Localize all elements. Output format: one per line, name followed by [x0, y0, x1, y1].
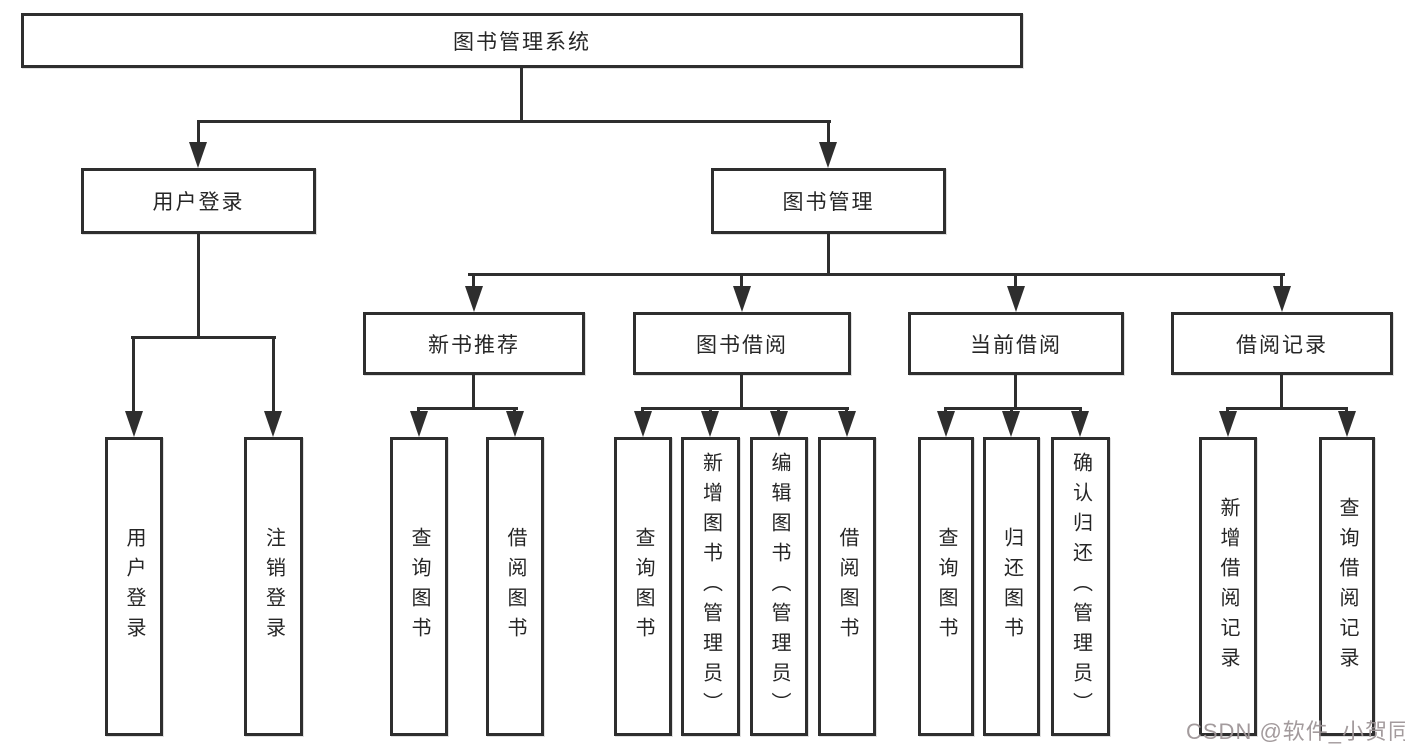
- arrow-down-query-books-borrow: [634, 411, 652, 437]
- connector-to-borrow-records: [1280, 273, 1283, 288]
- connector-to-add-books-admin: [709, 407, 712, 414]
- arrow-down-borrow-books: [838, 411, 856, 437]
- leaf-logout: 注销登录: [244, 437, 303, 736]
- arrow-down-borrow-records: [1273, 286, 1291, 312]
- connector-book-management-stem: [827, 234, 830, 273]
- csdn-watermark: CSDN @软件_小贺同学: [1186, 719, 1405, 744]
- leaf-user-login-label: 用户登录: [123, 526, 145, 647]
- connector-current-borrow-bus: [944, 407, 1082, 410]
- leaf-query-books-current: 查询图书: [918, 437, 974, 736]
- connector-to-book-management: [827, 120, 830, 145]
- connector-to-borrow-books-recommend: [513, 407, 516, 414]
- connector-to-query-books-borrow: [641, 407, 644, 414]
- leaf-query-books-borrow: 查询图书: [614, 437, 672, 736]
- arrow-down-add-borrow-record: [1219, 411, 1237, 437]
- connector-new-book-stem: [472, 375, 475, 407]
- node-borrow-records: 借阅记录: [1171, 312, 1393, 375]
- connector-to-book-borrow: [740, 273, 743, 288]
- connector-to-leaf-user-login: [132, 336, 135, 414]
- leaf-user-login: 用户登录: [105, 437, 163, 736]
- connector-to-borrow-books: [845, 407, 848, 414]
- arrow-down-new-book-recommend: [465, 286, 483, 312]
- arrow-down-borrow-books-recommend: [506, 411, 524, 437]
- arrow-down-edit-books-admin: [770, 411, 788, 437]
- connector-root-stem: [520, 68, 523, 120]
- leaf-query-books-recommend-label: 查询图书: [408, 526, 430, 647]
- connector-book-management-bus: [468, 273, 1285, 276]
- node-book-management-label: 图书管理: [782, 191, 875, 214]
- leaf-query-books-current-label: 查询图书: [935, 526, 957, 647]
- node-borrow-records-label: 借阅记录: [1236, 333, 1328, 357]
- leaf-edit-books-admin: 编辑图书（管理员）: [750, 437, 808, 736]
- connector-to-add-borrow-record: [1226, 407, 1229, 414]
- connector-borrow-records-bus: [1226, 407, 1348, 410]
- connector-current-borrow-stem: [1014, 375, 1017, 407]
- arrow-down-confirm-return-admin: [1071, 411, 1089, 437]
- connector-to-edit-books-admin: [777, 407, 780, 414]
- leaf-borrow-books-recommend: 借阅图书: [486, 437, 544, 736]
- connector-borrow-records-stem: [1280, 375, 1283, 407]
- connector-to-leaf-logout: [272, 336, 275, 414]
- connector-to-current-borrow: [1014, 273, 1017, 288]
- leaf-logout-label: 注销登录: [262, 526, 285, 647]
- leaf-add-books-admin-label: 新增图书（管理员）: [699, 451, 722, 722]
- connector-book-borrow-bus: [641, 407, 849, 410]
- arrow-down-query-borrow-record: [1338, 411, 1356, 437]
- connector-to-query-borrow-record: [1345, 407, 1348, 414]
- arrow-down-user-login: [189, 142, 207, 168]
- leaf-return-books-label: 归还图书: [1000, 526, 1023, 647]
- node-current-borrow: 当前借阅: [908, 312, 1124, 375]
- connector-root-bus: [197, 120, 831, 123]
- node-book-borrow: 图书借阅: [633, 312, 851, 375]
- node-root: 图书管理系统: [21, 13, 1023, 68]
- connector-user-login-bus: [131, 336, 276, 339]
- leaf-query-books-borrow-label: 查询图书: [632, 526, 654, 647]
- leaf-query-books-recommend: 查询图书: [390, 437, 448, 736]
- leaf-borrow-books-recommend-label: 借阅图书: [504, 526, 526, 647]
- leaf-confirm-return-admin-label: 确认归还（管理员）: [1069, 451, 1092, 722]
- node-user-login: 用户登录: [81, 168, 316, 234]
- arrow-down-add-books-admin: [701, 411, 719, 437]
- arrow-down-return-books: [1002, 411, 1020, 437]
- node-book-management: 图书管理: [711, 168, 946, 234]
- node-new-book-recommend: 新书推荐: [363, 312, 585, 375]
- leaf-confirm-return-admin: 确认归还（管理员）: [1051, 437, 1110, 736]
- connector-to-query-books-current: [944, 407, 947, 414]
- leaf-edit-books-admin-label: 编辑图书（管理员）: [768, 451, 790, 722]
- node-root-label: 图书管理系统: [453, 30, 591, 54]
- leaf-borrow-books: 借阅图书: [818, 437, 876, 736]
- node-user-login-label: 用户登录: [152, 191, 245, 214]
- arrow-down-leaf-logout: [264, 411, 282, 437]
- leaf-add-borrow-record: 新增借阅记录: [1199, 437, 1257, 736]
- arrow-down-query-books-recommend: [410, 411, 428, 437]
- connector-to-return-books: [1010, 407, 1013, 414]
- connector-book-borrow-stem: [740, 375, 743, 407]
- connector-to-confirm-return-admin: [1079, 407, 1082, 414]
- connector-to-new-book-recommend: [472, 273, 475, 288]
- connector-to-user-login: [197, 120, 200, 145]
- arrow-down-book-management: [819, 142, 837, 168]
- leaf-query-borrow-record: 查询借阅记录: [1319, 437, 1375, 736]
- connector-to-query-books-recommend: [417, 407, 420, 414]
- arrow-down-book-borrow: [733, 286, 751, 312]
- node-book-borrow-label: 图书借阅: [696, 333, 788, 357]
- arrow-down-current-borrow: [1007, 286, 1025, 312]
- arrow-down-query-books-current: [937, 411, 955, 437]
- leaf-query-borrow-record-label: 查询借阅记录: [1336, 496, 1358, 677]
- node-new-book-recommend-label: 新书推荐: [428, 333, 520, 357]
- leaf-add-borrow-record-label: 新增借阅记录: [1217, 496, 1239, 677]
- connector-user-login-stem: [197, 234, 200, 336]
- leaf-borrow-books-label: 借阅图书: [836, 526, 858, 647]
- node-current-borrow-label: 当前借阅: [970, 333, 1062, 357]
- leaf-add-books-admin: 新增图书（管理员）: [681, 437, 740, 736]
- arrow-down-leaf-user-login: [125, 411, 143, 437]
- leaf-return-books: 归还图书: [983, 437, 1040, 736]
- connector-new-book-bus: [417, 407, 518, 410]
